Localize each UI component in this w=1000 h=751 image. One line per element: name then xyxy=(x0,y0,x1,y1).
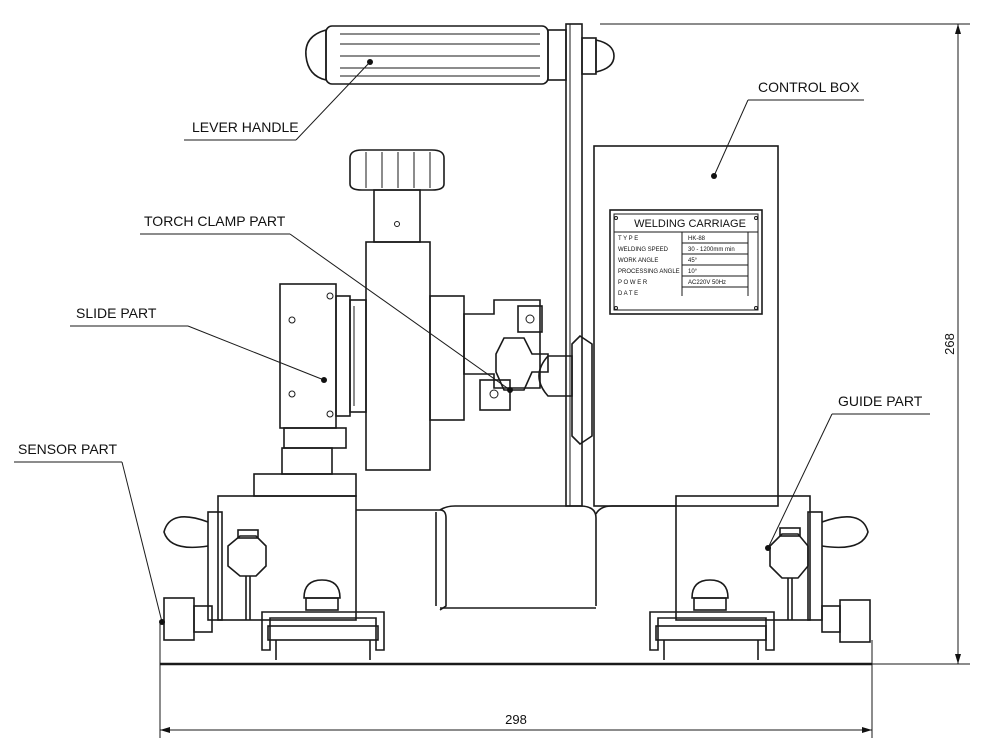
nameplate-row-value: 10° xyxy=(688,269,698,275)
nameplate-row-value: HK-88 xyxy=(688,236,706,242)
nameplate-row-label: PROCESSING ANGLE xyxy=(618,269,680,275)
base-rail xyxy=(160,607,872,666)
dimension-lines xyxy=(159,23,970,738)
nameplate xyxy=(609,209,763,315)
label-slide-part: SLIDE PART xyxy=(76,305,157,321)
nameplate-row-label: WORK ANGLE xyxy=(618,258,658,264)
label-torch-clamp-part: TORCH CLAMP PART xyxy=(144,213,286,229)
carriage-body xyxy=(356,505,676,611)
slide-part xyxy=(279,283,367,475)
label-control-box: CONTROL BOX xyxy=(758,79,860,95)
label-sensor-part: SENSOR PART xyxy=(18,441,118,457)
nameplate-row-label: D A T E xyxy=(618,291,638,297)
left-guide-block xyxy=(163,473,385,660)
nameplate-row-label: P O W E R xyxy=(618,280,648,286)
label-lever-handle: LEVER HANDLE xyxy=(192,119,299,135)
nameplate-row-label: T Y P E xyxy=(618,236,638,242)
lever-handle xyxy=(305,25,615,85)
leader-lines xyxy=(14,59,930,625)
torch-clamp-column xyxy=(349,149,593,471)
control-box xyxy=(593,145,779,507)
nameplate-row-value: 30 - 1200mm min xyxy=(688,247,735,253)
nameplate-title: WELDING CARRIAGE xyxy=(634,218,746,230)
label-guide-part: GUIDE PART xyxy=(838,393,923,409)
right-guide-block xyxy=(649,495,871,660)
nameplate-row-value: 45° xyxy=(688,258,698,264)
nameplate-row-label: WELDING SPEED xyxy=(618,247,669,253)
width-dimension: 298 xyxy=(505,712,527,727)
height-dimension: 268 xyxy=(942,333,957,355)
vertical-post xyxy=(565,23,583,507)
nameplate-row-value: AC220V 50Hz xyxy=(688,280,726,286)
